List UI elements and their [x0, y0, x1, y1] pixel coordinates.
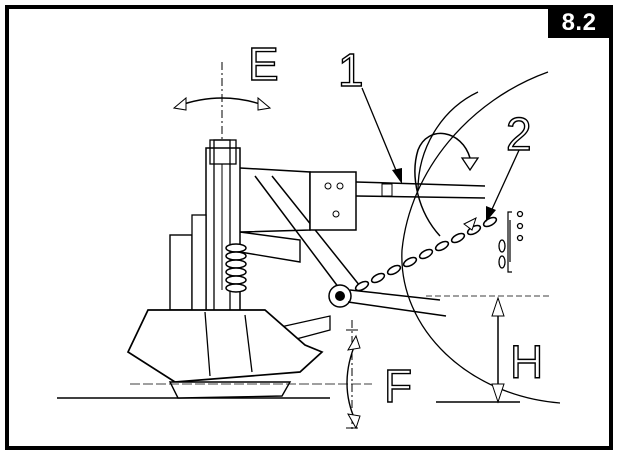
label-1: 1 — [338, 44, 364, 96]
mower-disc — [168, 381, 292, 399]
rotation-arrowhead — [460, 157, 480, 172]
swing-arrowhead-left — [172, 96, 187, 111]
swing-arrow-f — [346, 341, 357, 423]
label-h: H — [510, 336, 543, 388]
top-link-arm — [355, 181, 486, 199]
leader-line-1 — [361, 87, 401, 181]
mower-housing — [126, 309, 324, 383]
mower-housing-detail — [204, 311, 253, 377]
swing-arrowhead-right — [257, 96, 272, 111]
hitch-hole — [332, 210, 340, 218]
leader-arrowhead-1 — [392, 168, 402, 184]
label-2: 2 — [506, 108, 532, 160]
leader-line-2 — [487, 147, 521, 219]
diagram-border — [5, 5, 613, 450]
dimension-h-arrowhead-bottom — [491, 383, 505, 404]
large-arc-inner — [417, 91, 479, 191]
hitch-hole — [336, 182, 344, 190]
label-f: F — [384, 360, 412, 412]
swing-arrowhead-f-bottom — [347, 413, 361, 430]
figure-number-badge: 8.2 — [548, 8, 610, 38]
rotation-arrow-arc — [414, 132, 471, 237]
large-arc-outer — [401, 71, 561, 404]
hanging-chain — [498, 210, 524, 269]
pivot-inner — [335, 291, 345, 301]
upper-beam — [239, 167, 311, 233]
hitch-block — [309, 171, 357, 231]
hitch-hole — [324, 182, 332, 190]
spring — [225, 243, 247, 293]
label-e: E — [248, 38, 279, 90]
dimension-h-arrowhead-top — [491, 296, 505, 317]
mast-top — [209, 139, 237, 165]
lower-beam — [239, 231, 301, 263]
leader-arrowhead-2 — [486, 206, 496, 222]
lower-arm — [347, 289, 447, 317]
chain-bracket — [507, 211, 512, 273]
diagonal-brace — [254, 175, 361, 297]
side-plate — [169, 234, 193, 311]
swing-arrowhead-f-top — [347, 334, 361, 351]
chain-leader-arrowhead — [463, 217, 477, 231]
swing-arrow-e — [177, 97, 267, 107]
top-link-collar — [381, 183, 393, 197]
chain — [354, 216, 498, 292]
side-plate-2 — [191, 214, 207, 316]
